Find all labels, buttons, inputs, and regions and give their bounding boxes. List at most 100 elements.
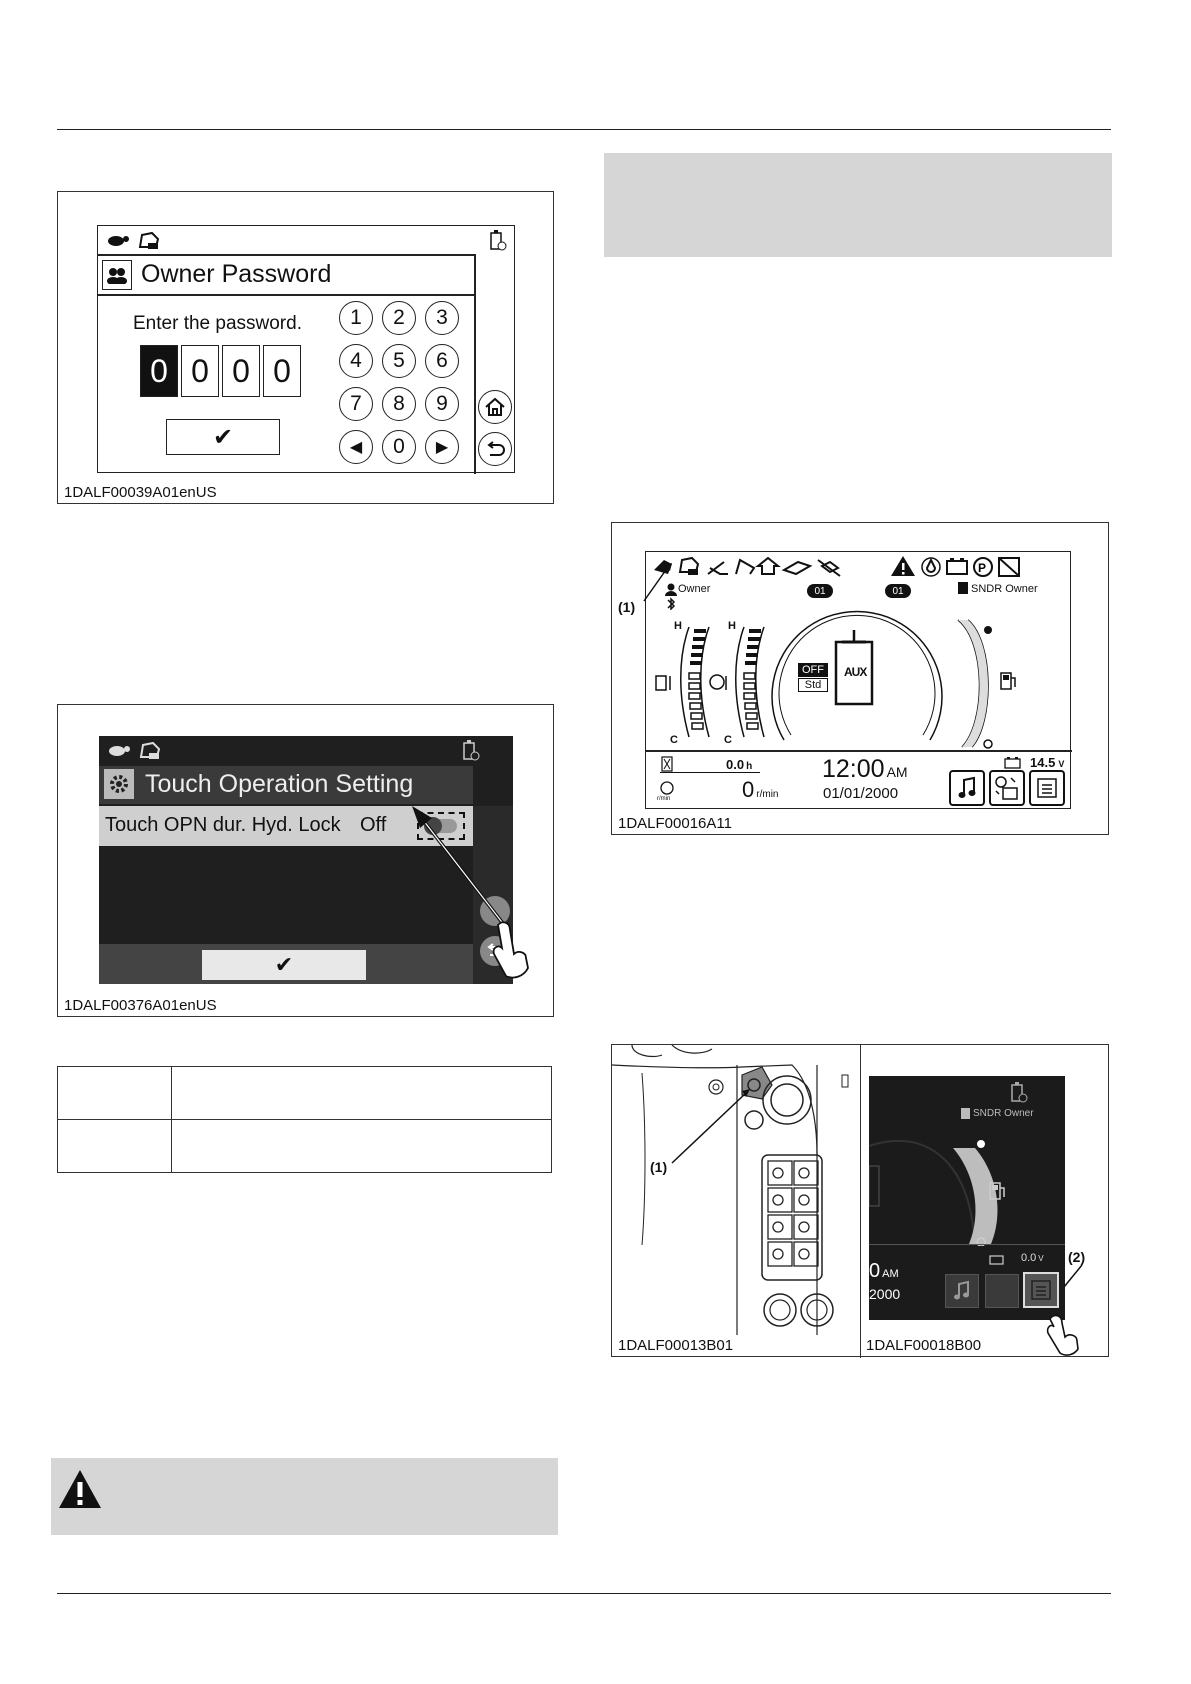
home-icon <box>485 397 505 416</box>
hand-pointer-icon <box>492 921 529 979</box>
turtle-icon <box>108 231 160 249</box>
keypad-2[interactable]: 2 <box>382 301 416 335</box>
date-fragment: 2000 <box>869 1286 901 1302</box>
warning-box <box>51 1458 558 1535</box>
owner-group-icon <box>102 260 132 290</box>
music-button[interactable] <box>945 1274 979 1308</box>
setting-row-label: Touch OPN dur. Hyd. Lock <box>105 814 341 836</box>
tap-gesture <box>1046 1264 1083 1356</box>
figure-caption: 1DALF00016A11 <box>618 815 732 832</box>
menu-list-icon <box>1031 1280 1051 1300</box>
home-button[interactable] <box>478 390 512 424</box>
display-switch-icon <box>995 776 1018 800</box>
figure-caption: 1DALF00376A01enUS <box>64 997 217 1014</box>
header-rule <box>57 129 1111 130</box>
password-digit-2[interactable]: 0 <box>181 345 219 397</box>
fuel-icon <box>989 1182 1005 1200</box>
dashboard-screen: P Owner 01 01 SNDR Owner H H C C <box>645 551 1072 809</box>
keypad-5[interactable]: 5 <box>382 344 416 378</box>
dial-partial <box>869 1140 998 1246</box>
aux-label: AUX <box>844 665 867 679</box>
footer-rule <box>57 1593 1111 1594</box>
keypad-7[interactable]: 7 <box>339 387 373 421</box>
keypad-9[interactable]: 9 <box>425 387 459 421</box>
document-icon <box>958 582 968 594</box>
hand-pointer-icon <box>1046 1314 1079 1356</box>
hydraulic-oil-icon <box>655 675 671 691</box>
password-screen: Owner Password Enter the password. 0 0 0… <box>97 225 515 474</box>
keypad-8[interactable]: 8 <box>382 387 416 421</box>
figure-caption-left: 1DALF00013B01 <box>618 1337 734 1354</box>
setting-row-value: Off <box>360 814 387 836</box>
fuel-icon <box>1000 672 1016 690</box>
keypad-6[interactable]: 6 <box>425 344 459 378</box>
figure-touch-operation: Touch Operation Setting Touch OPN dur. H… <box>57 704 554 1017</box>
figure-owner-password: Owner Password Enter the password. 0 0 0… <box>57 191 554 504</box>
touch-setting-screen: Touch Operation Setting Touch OPN dur. H… <box>99 736 513 984</box>
music-button[interactable] <box>949 770 985 806</box>
music-note-icon <box>958 776 976 798</box>
engine-rpm-icon <box>660 781 674 795</box>
confirm-button[interactable]: ✔ <box>202 950 366 980</box>
menu-button[interactable] <box>1029 770 1065 806</box>
password-digit-3[interactable]: 0 <box>222 345 260 397</box>
coolant-icon <box>709 674 727 690</box>
battery-icon <box>989 1255 1004 1265</box>
page-title: Touch Operation Setting <box>145 770 414 798</box>
mode-off-label: OFF <box>798 663 828 677</box>
date: 01/01/2000 <box>823 785 899 802</box>
spec-table <box>57 1066 552 1173</box>
badge-right: 01 <box>885 584 911 598</box>
keypad-1[interactable]: 1 <box>339 301 373 335</box>
battery-lock-icon <box>490 230 507 251</box>
keypad-left-arrow[interactable]: ◀ <box>339 430 373 464</box>
turtle-icon <box>109 741 161 759</box>
gear-icon <box>104 769 134 799</box>
warning-icon <box>59 1470 101 1508</box>
keypad-4[interactable]: 4 <box>339 344 373 378</box>
tap-gesture <box>412 806 529 979</box>
callout-1: (1) <box>650 1159 668 1175</box>
battery-lock-icon <box>1011 1082 1028 1103</box>
keypad-right-arrow[interactable]: ▶ <box>425 430 459 464</box>
back-button[interactable] <box>478 432 512 466</box>
display-switch-button[interactable] <box>989 770 1025 806</box>
sndr-owner-label: SNDR Owner <box>971 583 1038 595</box>
owner-bluetooth-icons <box>665 583 677 610</box>
mode-std-label: Std <box>798 678 828 692</box>
temperature-gauges <box>680 626 765 738</box>
note-box <box>604 153 1112 257</box>
figure-dashboard: P Owner 01 01 SNDR Owner H H C C <box>611 522 1109 835</box>
display-switch-button[interactable] <box>985 1274 1019 1308</box>
battery-lock-icon <box>463 740 480 761</box>
menu-button[interactable] <box>1023 1272 1059 1308</box>
setting-row[interactable] <box>99 806 473 846</box>
user-owner-label: Owner <box>678 583 711 595</box>
badge-left: 01 <box>807 584 833 598</box>
password-digit-4[interactable]: 0 <box>263 345 301 397</box>
sndr-owner-label: SNDR Owner <box>973 1108 1034 1119</box>
indicator-icons-right: P <box>891 556 1020 577</box>
fuel-gauge <box>957 619 993 749</box>
password-digit-1[interactable]: 0 <box>140 345 178 397</box>
music-note-icon <box>954 1280 969 1300</box>
toggle-highlight <box>417 812 465 840</box>
keypad-3[interactable]: 3 <box>425 301 459 335</box>
console-illustration <box>612 1045 849 1335</box>
page-title: Owner Password <box>141 260 332 288</box>
table-row <box>57 1066 552 1120</box>
figure-caption: 1DALF00039A01enUS <box>64 484 217 501</box>
confirm-button[interactable]: ✔ <box>166 419 280 455</box>
indicator-icons-left <box>654 556 841 577</box>
callout-2: (2) <box>1068 1249 1086 1265</box>
keypad-0[interactable]: 0 <box>382 430 416 464</box>
figure-caption-right: 1DALF00018B00 <box>866 1337 982 1354</box>
hourglass-icon <box>661 756 673 772</box>
svg-text:P: P <box>978 561 986 575</box>
